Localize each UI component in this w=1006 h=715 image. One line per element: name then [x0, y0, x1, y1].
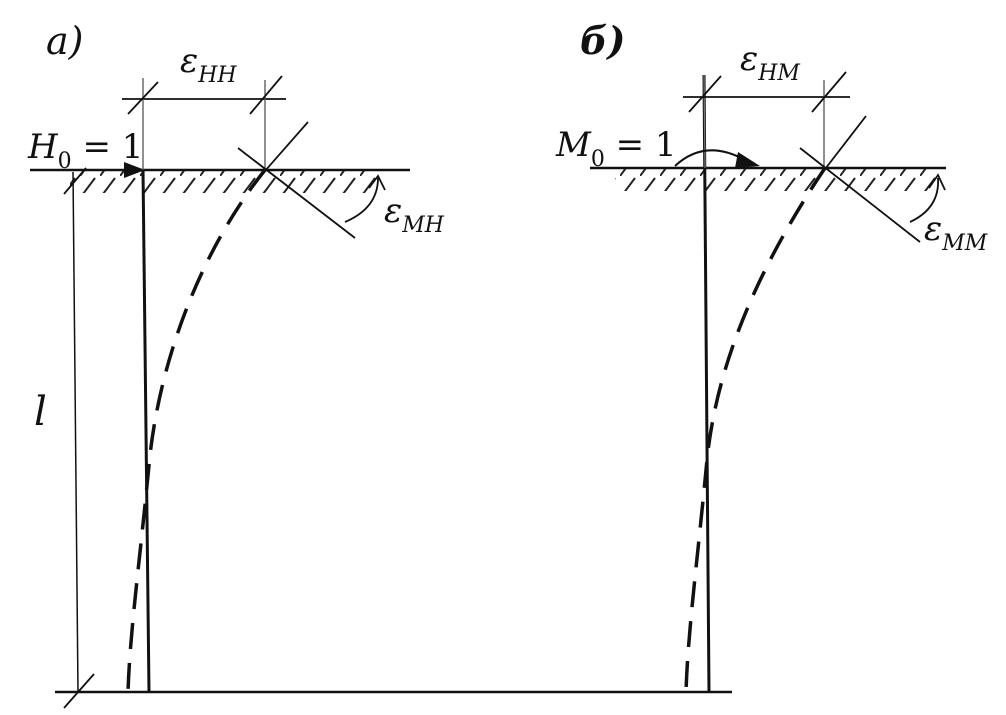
rotation-arc-a [344, 177, 379, 223]
panel-letter-a: а) [46, 19, 83, 63]
moment-arc-b [674, 149, 746, 167]
pile-a [141, 169, 151, 693]
rotation-arc-b [909, 177, 939, 223]
moment-arrowhead-b [735, 152, 760, 168]
eps-hm-label-b: εHM [740, 39, 800, 86]
tangent-line-b [799, 147, 921, 243]
force-arrowhead-a [124, 162, 145, 178]
force-label-a: H0 = 1 [27, 127, 143, 174]
length-dim-line-a [72, 171, 79, 693]
dim-tick-left-b [688, 75, 722, 113]
tilt-tick-b [811, 115, 867, 187]
tangent-line-a [237, 147, 356, 239]
dim-tick-right-b [811, 71, 847, 113]
rotation-arc-head-b [928, 173, 946, 191]
dim-tick-right-a [249, 75, 283, 115]
ground-hatch-b [615, 169, 935, 191]
panel-a: а) H0 = 1 εHH εMH l [27, 19, 445, 709]
length-tick-top-a [63, 167, 87, 195]
ground-hatch-a [70, 171, 380, 193]
panel-b: б) M0 = 1 εHM εMM [555, 18, 988, 693]
length-label-a: l [34, 389, 47, 435]
eps-mm-label-b: εMM [924, 209, 988, 256]
tilt-tick-a [249, 121, 309, 189]
pile-b-upper-light [703, 74, 706, 169]
eps-mh-label-a: εMH [384, 191, 445, 238]
pile-b [702, 74, 711, 693]
deflected-pile-a [126, 168, 267, 693]
eps-hh-label-a: εHH [180, 41, 237, 88]
moment-label-b: M0 = 1 [555, 125, 677, 172]
rotation-arc-head-a [368, 174, 386, 191]
deflected-pile-b [684, 167, 827, 693]
panel-letter-b: б) [580, 18, 625, 63]
dim-tick-left-a [127, 81, 159, 115]
